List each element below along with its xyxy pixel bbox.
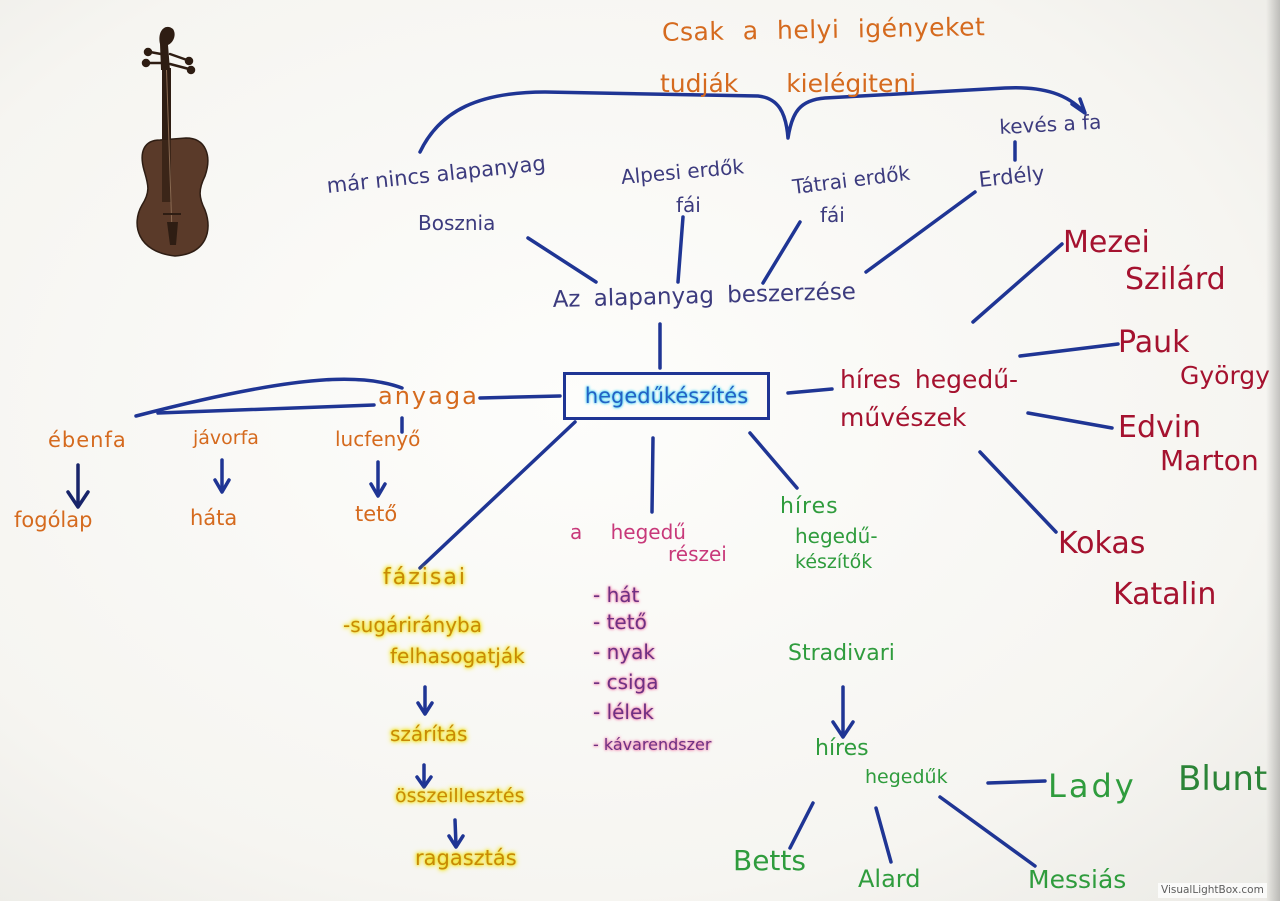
alpesi-label-line-2: fái [676,193,701,217]
wood-ebenfa: ébenfa [48,428,127,452]
part-item: - hát [593,583,640,607]
violinist-pauk-second: György [1180,361,1270,390]
phase-step: ragasztás [415,846,517,870]
tatrai-label-line-2: fái [820,203,845,227]
part-item: - csiga [593,670,659,694]
violinist-edvin-first: Edvin [1118,410,1202,445]
top-note-line-2: tudják kielégiteni [660,69,917,98]
violinists-node-line-2: művészek [840,403,967,432]
maker-stradivari: Stradivari [788,641,895,666]
violin-betts: Betts [733,844,806,877]
phase-step: -sugárirányba [343,613,482,637]
makers-node-line-2: hegedű- [795,524,878,548]
violinist-kokas-second: Katalin [1113,577,1217,612]
wood-lucfenyo: lucfenyő [335,427,421,451]
phase-step: szárítás [390,722,468,746]
violinist-mezei-first: Mezei [1063,225,1150,260]
makers-node-line-1: híres [780,494,839,519]
material-node: anyaga [378,382,479,410]
part-fogolap: fogólap [14,508,93,532]
part-hata: háta [190,506,238,530]
makers-node-line-3: készítők [795,551,873,573]
part-item: - tető [593,610,647,634]
center-topic-box: hegedűkészítés [563,372,770,420]
part-item: - kávarendszer [593,735,712,754]
violinist-pauk-first: Pauk [1118,325,1190,360]
wood-javorfa: jávorfa [193,427,259,449]
center-topic-label: hegedűkészítés [584,384,749,408]
violin-alard: Alard [858,865,921,893]
part-item: - nyak [593,640,655,664]
famous-violins-line-1: híres [815,736,869,761]
violinist-kokas-first: Kokas [1058,526,1146,561]
bosznia-label: Bosznia [418,211,496,235]
violinist-edvin-second: Marton [1160,444,1259,477]
phase-step: összeillesztés [395,785,525,807]
parts-node-line-1: a hegedű [570,520,686,544]
famous-violins-line-2: hegedűk [865,766,948,788]
phase-step: felhasogatják [390,644,525,668]
violinist-mezei-second: Szilárd [1125,262,1226,297]
top-note-line-1: Csak a helyi igényeket [661,12,986,47]
violinists-node-line-1: híres hegedű- [840,365,1019,394]
part-item: - lélek [593,700,654,724]
watermark: VisualLightBox.com [1158,883,1267,898]
part-teto: tető [355,502,398,526]
violin-lady-blunt-word-1: Lady [1048,767,1137,805]
violin-messias: Messiás [1028,865,1127,894]
paper-edge-shadow [1266,0,1280,901]
phases-node: fázisai [383,565,467,590]
violin-lady-blunt-word-2: Blunt [1178,759,1268,799]
parts-node-line-2: részei [668,542,727,566]
